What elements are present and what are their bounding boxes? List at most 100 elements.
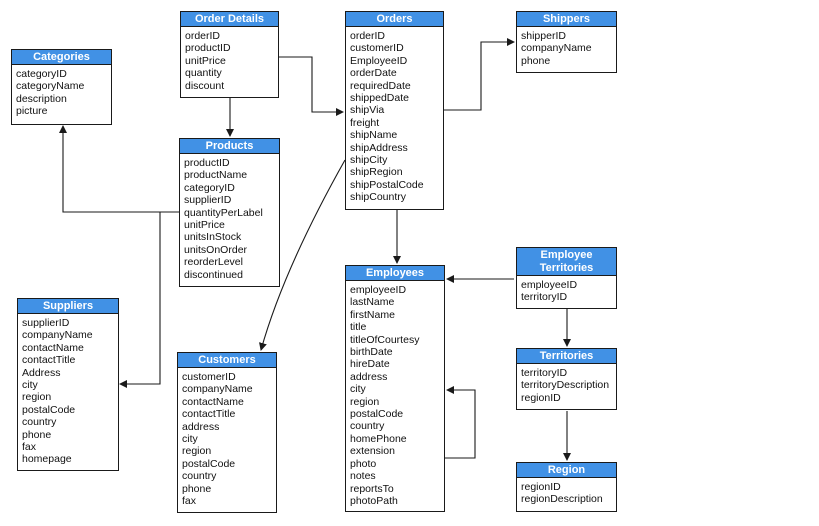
field-shipcity: shipCity: [350, 154, 388, 167]
field-employeeid: employeeID: [350, 284, 407, 296]
field-shipperid: shipperID: [521, 30, 566, 42]
field-postalcode: postalCode: [22, 403, 76, 416]
order-details-table-title: Order Details: [181, 12, 278, 27]
field-reorderlevel: reorderLevel: [184, 256, 243, 269]
employee-territories-title-line-1: Employee: [540, 249, 593, 261]
field-reportsto: reportsTo: [350, 482, 394, 495]
field-territoryid: territoryID: [521, 291, 568, 304]
field-categoryid: categoryID: [184, 181, 235, 194]
field-country: country: [350, 420, 385, 433]
employee-territories-title-line-2: Territories: [539, 262, 594, 274]
employee-territories-table-title: Employee Territories: [517, 248, 616, 276]
field-hiredate: hireDate: [350, 358, 390, 371]
field-address: Address: [22, 366, 61, 379]
field-productname: productName: [184, 169, 248, 182]
field-phone: phone: [182, 482, 212, 495]
field-companyname: companyName: [521, 42, 592, 55]
field-phone: phone: [22, 428, 52, 441]
field-categoryname: categoryName: [16, 80, 85, 93]
field-region: region: [350, 395, 380, 408]
field-city: city: [182, 433, 198, 446]
field-birthdate: birthDate: [350, 346, 393, 359]
field-firstname: firstName: [350, 308, 395, 321]
customers-table-title: Customers: [178, 353, 276, 368]
field-supplierid: supplierID: [22, 317, 70, 329]
field-regionid: regionID: [521, 481, 561, 493]
field-lastname: lastName: [350, 296, 395, 309]
field-postalcode: postalCode: [350, 408, 404, 421]
field-categoryid: categoryID: [16, 68, 67, 80]
products-table-title: Products: [180, 139, 279, 154]
products-to-categories-connector: [59, 125, 179, 213]
field-discount: discount: [185, 79, 225, 92]
field-supplierid: supplierID: [184, 194, 232, 207]
field-country: country: [22, 416, 57, 429]
field-orderid: orderID: [185, 30, 221, 42]
field-contacttitle: contactTitle: [182, 408, 236, 421]
field-contactname: contactName: [22, 341, 84, 354]
field-requireddate: requiredDate: [350, 79, 411, 92]
field-region: region: [22, 391, 52, 404]
field-shippostalcode: shipPostalCode: [350, 178, 424, 191]
field-city: city: [350, 383, 366, 396]
field-employeeid: employeeID: [521, 279, 578, 291]
field-territoryid: territoryID: [521, 367, 568, 379]
field-unitprice: unitPrice: [185, 54, 226, 67]
field-shipcountry: shipCountry: [350, 191, 407, 204]
field-photo: photo: [350, 457, 377, 470]
field-employeeid: EmployeeID: [350, 54, 408, 67]
categories-table-title: Categories: [12, 50, 111, 65]
field-contacttitle: contactTitle: [22, 354, 76, 367]
field-country: country: [182, 470, 217, 483]
field-unitsinstock: unitsInStock: [184, 231, 242, 244]
field-shipvia: shipVia: [350, 104, 385, 117]
field-discontinued: discontinued: [184, 268, 243, 281]
field-shipregion: shipRegion: [350, 166, 403, 179]
field-phone: phone: [521, 54, 551, 67]
field-homepage: homepage: [22, 453, 72, 466]
field-homephone: homePhone: [350, 432, 407, 445]
field-shipaddress: shipAddress: [350, 141, 408, 154]
employees-self-reference-connector: [445, 386, 476, 459]
field-customerid: customerID: [350, 42, 404, 55]
field-freight: freight: [350, 116, 380, 129]
field-companyname: companyName: [182, 383, 253, 396]
field-territorydescription: territoryDescription: [521, 379, 610, 392]
field-city: city: [22, 379, 38, 392]
suppliers-table-title: Suppliers: [18, 299, 118, 314]
field-customerid: customerID: [182, 371, 236, 383]
field-address: address: [182, 420, 220, 433]
field-picture: picture: [16, 105, 48, 118]
field-fax: fax: [22, 441, 37, 454]
field-regionid: regionID: [521, 391, 561, 404]
orders-to-shippers-connector: [444, 38, 515, 111]
field-titleofcourtesy: titleOfCourtesy: [350, 333, 420, 346]
field-photopath: photoPath: [350, 494, 398, 507]
field-title: title: [350, 321, 367, 334]
field-shippeddate: shippedDate: [350, 92, 409, 105]
order-details-to-orders-connector: [279, 56, 344, 116]
